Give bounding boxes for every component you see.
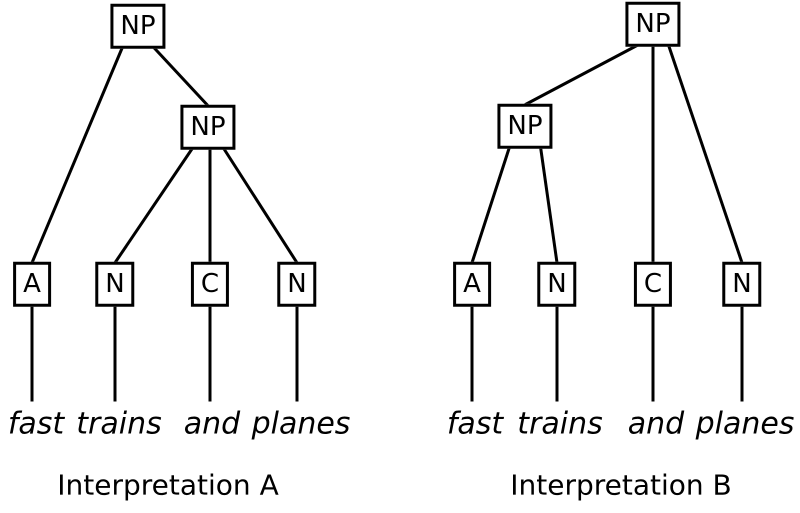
terminal-word: fast (7, 406, 65, 442)
tree-edge (470, 146, 511, 264)
tree-node-np: NP (497, 103, 553, 149)
tree-node-np: NP (110, 3, 166, 49)
tree-edge (667, 44, 744, 264)
tree-node-n: N (277, 261, 317, 307)
tree-edge (222, 147, 299, 264)
terminal-word: planes (251, 406, 351, 442)
tree-node-n: N (722, 261, 762, 307)
terminal-word: fast (446, 406, 504, 442)
terminal-word: and (183, 406, 241, 442)
terminal-word: trains (517, 406, 603, 442)
tree-node-c: C (190, 261, 230, 307)
tree-edge (30, 46, 124, 264)
terminal-word: planes (695, 406, 795, 442)
terminal-word: and (627, 406, 685, 442)
tree-node-n: N (95, 261, 135, 307)
tree-node-a: A (13, 261, 51, 307)
tree-node-a: A (453, 261, 491, 307)
tree-edge (524, 43, 639, 107)
tree-node-np: NP (625, 1, 681, 47)
terminal-word: trains (76, 406, 162, 442)
tree-node-n: N (537, 261, 577, 307)
tree-node-c: C (633, 261, 673, 307)
tree-edge (152, 46, 210, 107)
tree-caption-interpretation-a: Interpretation A (57, 468, 279, 502)
tree-edge (113, 147, 194, 264)
tree-caption-interpretation-b: Interpretation B (510, 468, 732, 502)
tree-edge (539, 147, 559, 263)
tree-node-np: NP (180, 104, 236, 150)
